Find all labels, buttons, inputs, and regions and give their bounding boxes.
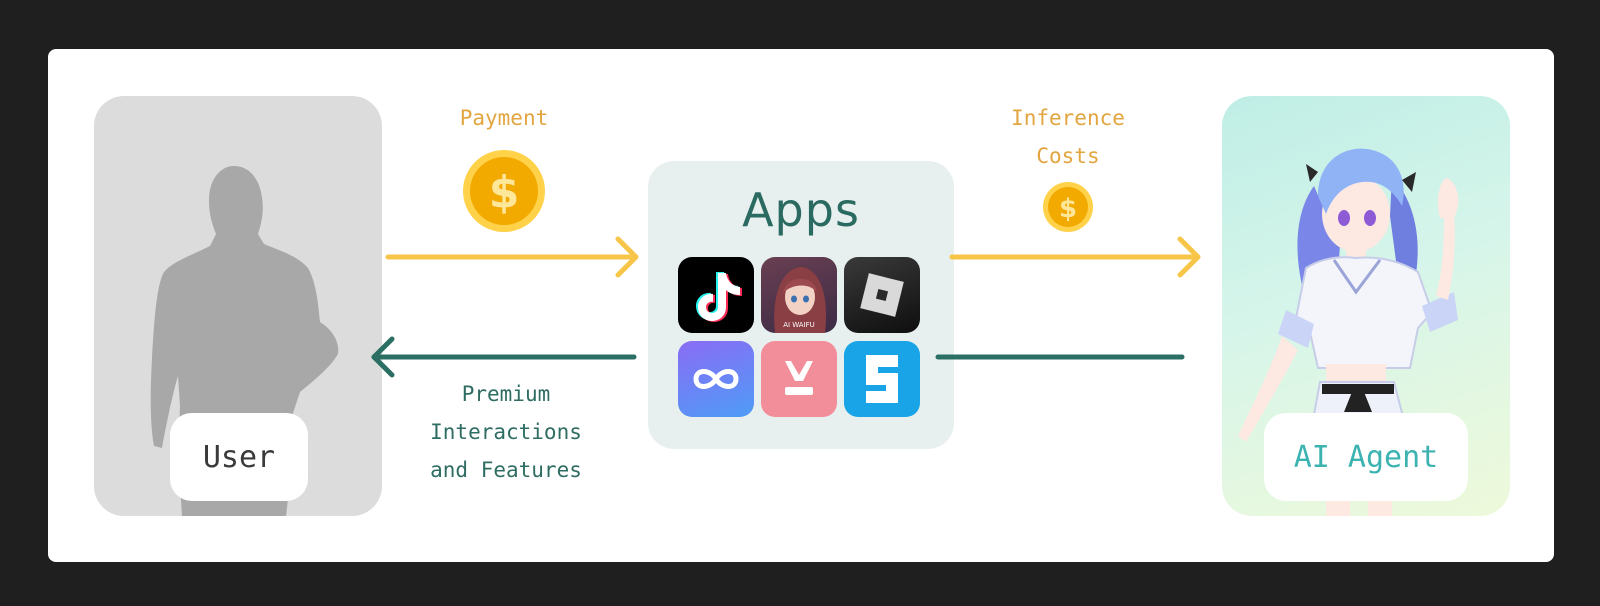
shirt	[1294, 256, 1434, 369]
apps-title: Apps	[742, 183, 860, 237]
midriff	[1326, 364, 1386, 386]
user-panel: User	[94, 96, 382, 516]
svg-text:$: $	[1059, 194, 1077, 224]
tiktok-icon	[678, 257, 754, 333]
ai-waifu-icon: AI WAIFU	[761, 257, 837, 333]
infinity-app-icon	[678, 341, 754, 417]
inference-coin-icon: $	[1043, 182, 1093, 232]
ai-waifu-caption: AI WAIFU	[783, 321, 815, 329]
eye-right	[1364, 210, 1376, 226]
hair-front	[1318, 148, 1404, 214]
roblox-icon	[844, 257, 920, 333]
inference-label-line2: Costs	[1036, 144, 1100, 168]
hair-back-right	[1390, 176, 1418, 286]
user-label: User	[170, 413, 308, 501]
premium-label-line3: and Features	[430, 458, 582, 482]
inference-arrow	[949, 236, 1201, 278]
sleeve-right	[1422, 292, 1458, 332]
diagram-canvas: User	[48, 49, 1554, 562]
inference-label-line1: Inference	[1011, 106, 1125, 130]
premium-arrow	[371, 336, 637, 378]
flow-arrows: $ $	[371, 150, 1201, 378]
eye-left	[1338, 210, 1350, 226]
sandbox-icon	[844, 341, 920, 417]
inference-costs-label: Inference Costs	[998, 99, 1138, 175]
payment-coin-icon: $	[463, 150, 545, 232]
ribbon-left	[1306, 164, 1318, 182]
pink-app-icon	[761, 341, 837, 417]
payment-arrow	[385, 236, 639, 278]
ai-agent-panel: AI Agent	[1222, 96, 1510, 516]
premium-label-line1: Premium	[461, 382, 551, 406]
arm-left	[1238, 336, 1298, 442]
premium-features-label: Premium Interactions and Features	[418, 375, 594, 489]
svg-text:$: $	[489, 167, 520, 218]
premium-label-line2: Interactions	[430, 420, 582, 444]
face	[1322, 176, 1390, 252]
sleeve-left	[1278, 310, 1314, 348]
payment-label: Payment	[459, 106, 549, 130]
hand-right	[1438, 178, 1459, 220]
anime-character	[1238, 148, 1459, 516]
ribbon-right	[1402, 172, 1416, 192]
ai-agent-label: AI Agent	[1264, 413, 1468, 501]
apps-panel: Apps AI WAIFU	[648, 161, 954, 449]
belt-knot	[1344, 392, 1372, 412]
collar	[1332, 259, 1382, 295]
belt	[1322, 384, 1394, 394]
arm-right	[1436, 214, 1455, 300]
